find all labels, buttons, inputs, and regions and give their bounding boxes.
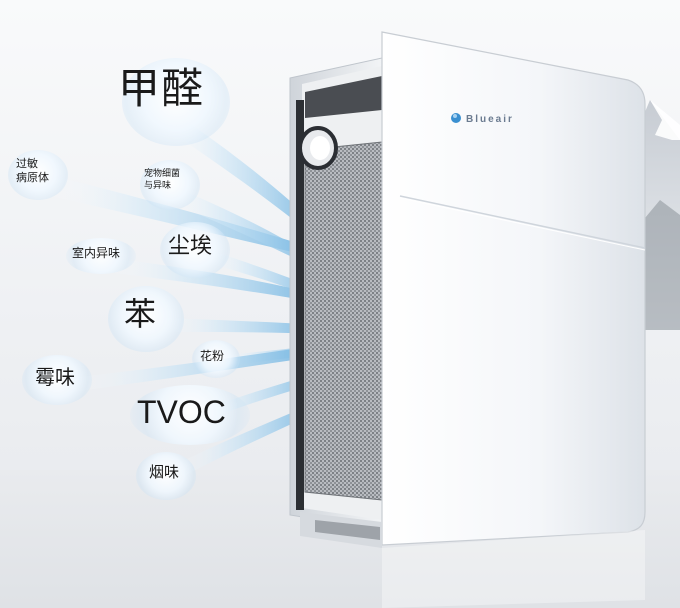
label-shinei: 室内异味 xyxy=(72,246,121,260)
purifier-top-gap xyxy=(305,76,382,118)
label-ben: 苯 xyxy=(124,295,157,333)
label-guomin: 过敏 病原体 xyxy=(16,157,49,186)
bubble-guomin xyxy=(8,150,68,200)
purifier-grille xyxy=(305,142,382,500)
label-jiaquan: 甲醛 xyxy=(118,64,205,113)
purifier-front-panel xyxy=(381,31,646,546)
label-chongwu-line2: 与异味 xyxy=(144,181,172,192)
bubble-yanwei xyxy=(136,452,196,500)
bubble-meiwei xyxy=(22,355,92,405)
bubble-tvoc xyxy=(130,385,250,445)
bubble-chongwu xyxy=(140,160,200,210)
label-chongwu-line1: 宠物细菌 xyxy=(144,169,181,179)
bubble-chenai xyxy=(160,222,230,278)
label-yanwei: 烟味 xyxy=(149,463,180,481)
label-chongwu: 宠物细菌 与异味 xyxy=(144,168,180,192)
label-guomin-line1: 过敏 xyxy=(16,157,38,170)
bubble-shinei xyxy=(66,238,136,274)
bubble-jiaquan xyxy=(122,58,230,146)
label-huafen: 花粉 xyxy=(200,349,225,363)
label-meiwei: 霉味 xyxy=(35,365,75,389)
label-guomin-line2: 病原体 xyxy=(16,171,49,185)
label-tvoc: TVOC xyxy=(137,394,226,430)
bubble-ben xyxy=(108,286,184,352)
brand-name: Blueair xyxy=(466,114,514,125)
label-chenai: 尘埃 xyxy=(168,234,213,259)
bubble-huafen xyxy=(192,340,240,378)
